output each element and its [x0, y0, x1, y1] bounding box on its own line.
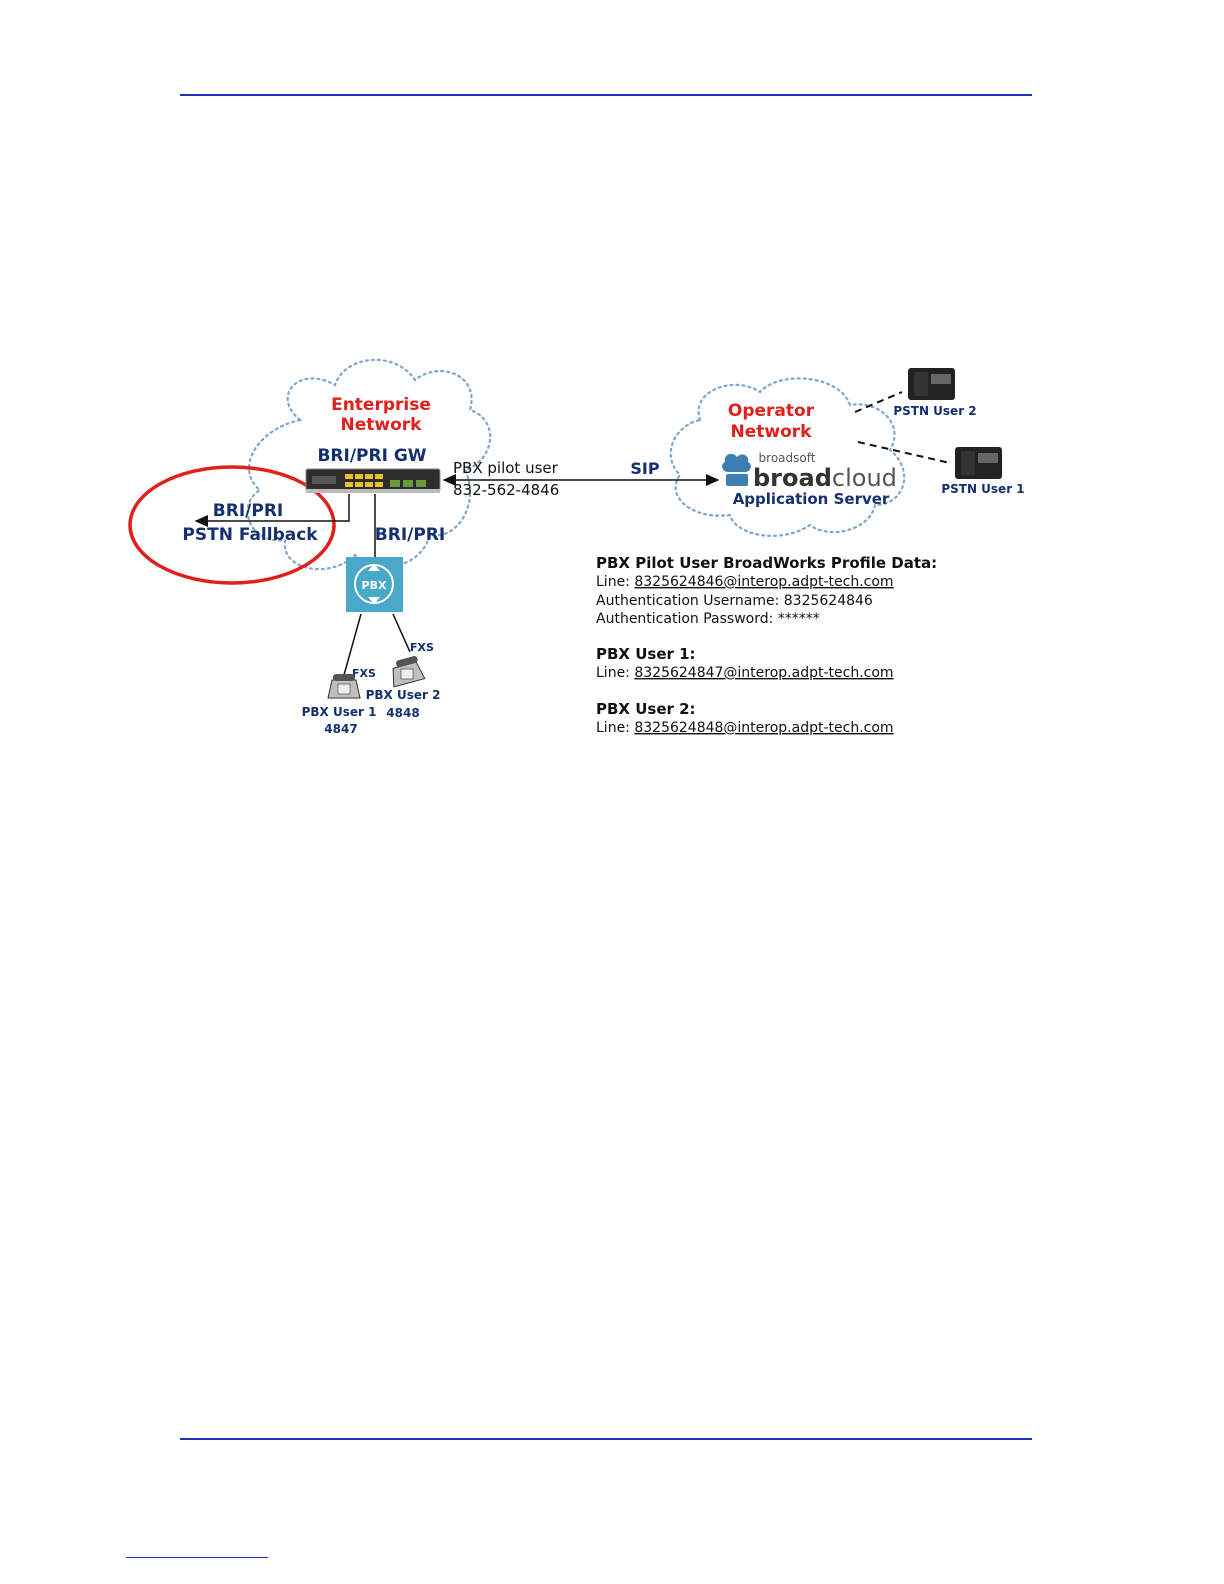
pilot-user-label: PBX pilot user	[453, 459, 559, 477]
pbx-user-1-label: PBX User 1	[302, 705, 377, 719]
pbx-icon: PBX	[346, 557, 403, 612]
broadcloud-logo: broadsoft broadcloud	[722, 451, 897, 492]
profile-line-label: Line:	[596, 574, 634, 590]
footer-rule	[180, 1438, 1032, 1440]
broadcloud-light: cloud	[832, 464, 897, 492]
operator-cloud	[669, 377, 906, 537]
sip-label: SIP	[630, 459, 659, 478]
fallback-pri: PRI	[251, 501, 283, 521]
fxs-link-2	[392, 613, 411, 653]
application-server-label: Application Server	[733, 490, 890, 508]
gateway-label: BRI/PRI GW	[317, 446, 426, 466]
broadcloud-bold: broad	[753, 464, 832, 492]
pstn-user-1-label: PSTN User 1	[941, 482, 1024, 496]
pbx-user-1-line-value: 8325624847@interop.adpt-tech.com	[634, 665, 893, 681]
pbx-phone-2-icon	[392, 655, 426, 688]
enterprise-network-label-2: Network	[341, 415, 423, 435]
enterprise-network-label: Enterprise	[331, 395, 431, 415]
fallback-bri: BRI/	[213, 501, 252, 521]
fallback-label: BRI/PRI	[213, 501, 283, 521]
pbx-icon-label: PBX	[362, 579, 387, 592]
pbx-user-1-ext: 4847	[324, 722, 357, 736]
profile-auth-username: Authentication Username: 8325624846	[596, 593, 873, 609]
pbx-user-2-label: PBX User 2	[366, 688, 441, 702]
pbx-user-2-title: PBX User 2:	[596, 700, 696, 718]
pbx-user-2-line-label: Line:	[596, 720, 634, 736]
operator-network-label: Operator	[728, 401, 815, 421]
profile-auth-password: Authentication Password: ******	[596, 611, 820, 627]
fallback-link	[194, 494, 350, 527]
pstn-user-2-label: PSTN User 2	[893, 404, 976, 418]
pbx-phone-1-icon	[327, 674, 361, 699]
profile-line: Line: 8325624846@interop.adpt-tech.com	[596, 574, 894, 590]
pbx-user-1-title: PBX User 1:	[596, 645, 696, 663]
pbx-user-2-line-value: 8325624848@interop.adpt-tech.com	[634, 720, 893, 736]
broadcloud-wordmark: broadcloud	[753, 464, 897, 492]
profile-line-value: 8325624846@interop.adpt-tech.com	[634, 574, 893, 590]
fxs-label-1: FXS	[352, 667, 376, 680]
header-rule	[180, 94, 1032, 96]
pbx-link-label: BRI/PRI	[375, 525, 445, 545]
profile-title: PBX Pilot User BroadWorks Profile Data:	[596, 554, 937, 572]
broadsoft-small-label: broadsoft	[759, 451, 816, 465]
pstn-link-1	[857, 441, 951, 464]
pbx-user-2-line: Line: 8325624848@interop.adpt-tech.com	[596, 720, 894, 736]
pilot-number-label: 832-562-4846	[453, 481, 559, 499]
enterprise-cloud	[246, 358, 492, 571]
pbx-user-2-ext: 4848	[386, 706, 419, 720]
gateway-device	[305, 468, 441, 493]
fallback-label-2: PSTN Fallback	[182, 525, 318, 545]
fxs-label-2: FXS	[410, 641, 434, 654]
footnote-rule	[126, 1557, 268, 1558]
operator-network-label-2: Network	[731, 422, 813, 442]
fallback-highlight-circle	[128, 465, 336, 585]
pstn-phone-1-icon	[955, 447, 1002, 479]
pstn-link-2	[854, 391, 903, 413]
pbx-user-1-line-label: Line:	[596, 665, 634, 681]
fxs-link-1	[343, 613, 362, 676]
pstn-phone-2-icon	[908, 368, 955, 400]
pbx-user-1-line: Line: 8325624847@interop.adpt-tech.com	[596, 665, 894, 681]
